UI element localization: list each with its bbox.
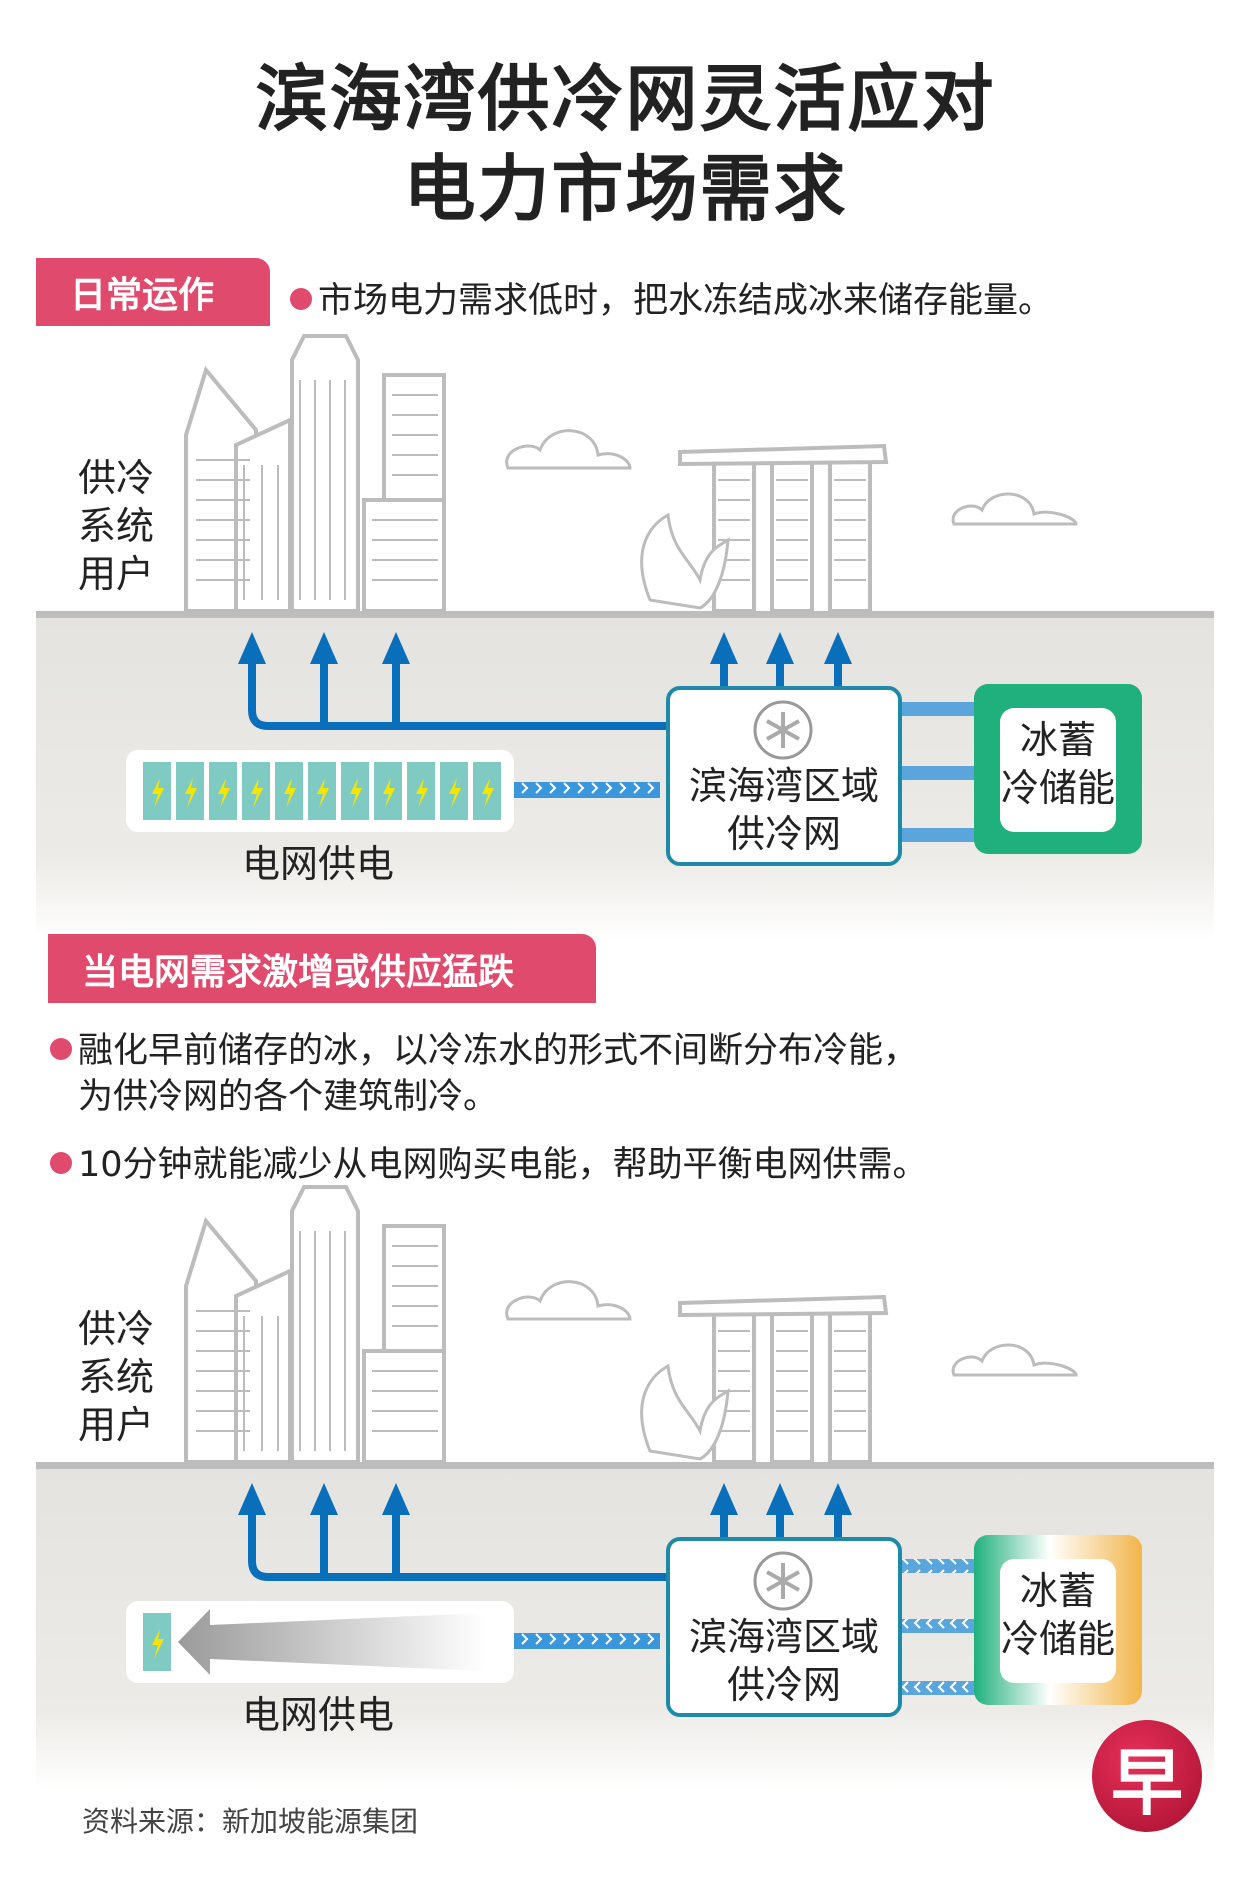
snowflake-icon — [753, 700, 813, 760]
lightning-icon — [185, 778, 197, 808]
scene-illustration — [36, 1185, 1214, 1791]
lightning-icon — [482, 778, 494, 808]
district-cooling-box — [666, 1537, 902, 1717]
network-label: 滨海湾区域供冷网 — [688, 764, 879, 856]
bullet-text: 市场电力需求低时，把水冻结成冰来储存能量。 — [318, 281, 1054, 321]
title-line-1: 滨海湾供冷网灵活应对 — [255, 57, 996, 141]
reduced-demand-arrow — [178, 1609, 485, 1675]
bullet-peak-1: 融化早前储存的冰，以冷冻水的形式不间断分布冷能， — [50, 1022, 918, 1073]
lightning-icon — [251, 778, 263, 808]
section-badge-peak: 当电网需求激增或供应猛跌 — [48, 934, 596, 1003]
lightning-icon — [284, 778, 296, 808]
grid-label: 电网供电 — [242, 842, 395, 886]
bullet-peak-1-cont: 为供冷网的各个建筑制冷。 — [78, 1077, 499, 1117]
power-flow-conduit — [514, 782, 660, 798]
title-line-2: 电力市场需求 — [403, 147, 848, 231]
lightning-icon — [350, 778, 362, 808]
grid-label: 电网供电 — [242, 1693, 395, 1737]
section-badge-normal: 日常运作 — [36, 258, 270, 326]
skyline-buildings — [184, 1185, 446, 1464]
lightning-icon — [449, 778, 461, 808]
snowflake-icon — [753, 1551, 813, 1611]
source-note: 资料来源：新加坡能源集团 — [82, 1805, 419, 1838]
scene-peak-demand: 供冷系统用户 滨海湾区域供冷网 冰蓄冷储能 电网供电 — [0, 1151, 1251, 1791]
bullet-normal-1: 市场电力需求低时，把水冻结成冰来储存能量。 — [290, 272, 1053, 323]
lightning-icon — [218, 778, 230, 808]
cloud-icon — [505, 1280, 1078, 1377]
lightning-icon — [152, 778, 164, 808]
storage-label: 冰蓄冷储能 — [1000, 1569, 1115, 1661]
marina-bay-sands — [640, 443, 889, 613]
district-cooling-box — [666, 686, 902, 866]
lightning-icon — [383, 778, 395, 808]
lightning-icon — [317, 778, 329, 808]
lightning-icon — [416, 778, 428, 808]
bullet-dot — [50, 1152, 72, 1174]
power-flow-conduit — [514, 1633, 660, 1649]
bullet-peak-2: 10分钟就能减少从电网购买电能，帮助平衡电网供需。 — [50, 1136, 928, 1187]
scene-normal-operation: 供冷系统用户 滨海湾区域供冷网 冰蓄冷储能 电网供电 — [0, 300, 1251, 940]
arrow-heads — [238, 632, 852, 664]
bullet-dot — [290, 288, 312, 310]
ground-line — [36, 611, 1214, 618]
storage-label: 冰蓄冷储能 — [1000, 718, 1115, 810]
marina-bay-sands — [640, 1294, 889, 1464]
users-label: 供冷系统用户 — [78, 1307, 155, 1447]
zaobao-logo: 早 — [1092, 1720, 1202, 1832]
network-label: 滨海湾区域供冷网 — [688, 1615, 879, 1707]
cloud-icon — [505, 429, 1078, 526]
arrow-heads — [238, 1483, 852, 1515]
ground-line — [36, 1462, 1214, 1469]
battery-cells — [143, 762, 501, 820]
bullet-text: 10分钟就能减少从电网购买电能，帮助平衡电网供需。 — [78, 1145, 928, 1185]
skyline-buildings — [184, 334, 446, 613]
users-label: 供冷系统用户 — [78, 456, 155, 596]
scene-illustration — [36, 334, 1214, 940]
bullet-text: 融化早前储存的冰，以冷冻水的形式不间断分布冷能， — [78, 1031, 919, 1071]
bullet-dot — [50, 1038, 72, 1060]
